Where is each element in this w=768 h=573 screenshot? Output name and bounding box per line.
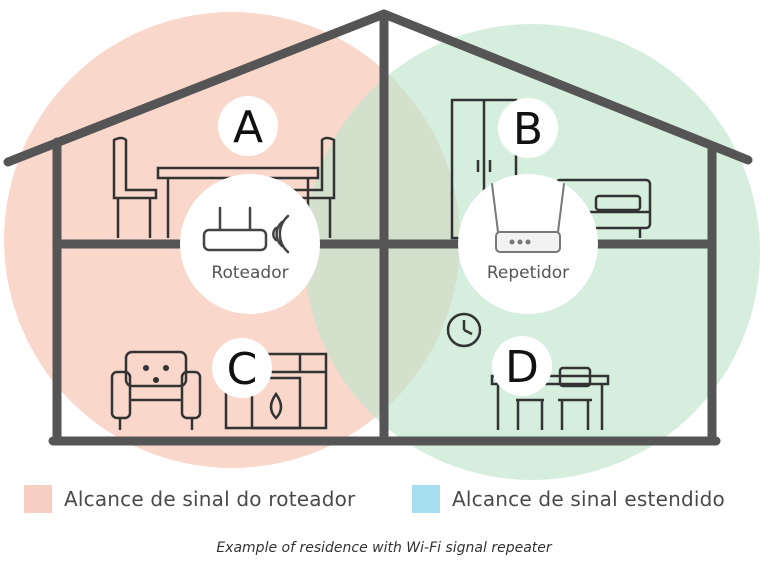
figure-caption: Example of residence with Wi-Fi signal r… — [216, 540, 552, 556]
room-a-letter: A — [233, 102, 263, 153]
house-outline — [3, 9, 753, 446]
room-c-badge — [212, 338, 272, 398]
legend-repeater-label: Alcance de sinal estendido — [452, 487, 725, 511]
room-a-badge — [218, 96, 278, 156]
legend-router-swatch — [24, 485, 52, 513]
room-b-letter: B — [513, 104, 543, 155]
clock-icon — [446, 312, 482, 348]
legend-router-label: Alcance de sinal do roteador — [64, 487, 356, 511]
repeater-label: Repetidor — [487, 263, 569, 283]
legend-repeater-swatch — [412, 485, 440, 513]
legend-repeater: Alcance de sinal estendido — [412, 483, 725, 515]
armchair-icon — [110, 350, 202, 430]
room-d-letter: D — [505, 342, 539, 393]
router-icon — [202, 206, 290, 254]
room-d-badge — [492, 336, 552, 396]
room-b-badge — [498, 98, 558, 158]
room-c-letter: C — [227, 344, 258, 395]
router-badge — [180, 174, 320, 314]
router-label: Roteador — [211, 263, 288, 283]
repeater-icon — [491, 183, 565, 253]
legend-router: Alcance de sinal do roteador — [24, 483, 355, 515]
